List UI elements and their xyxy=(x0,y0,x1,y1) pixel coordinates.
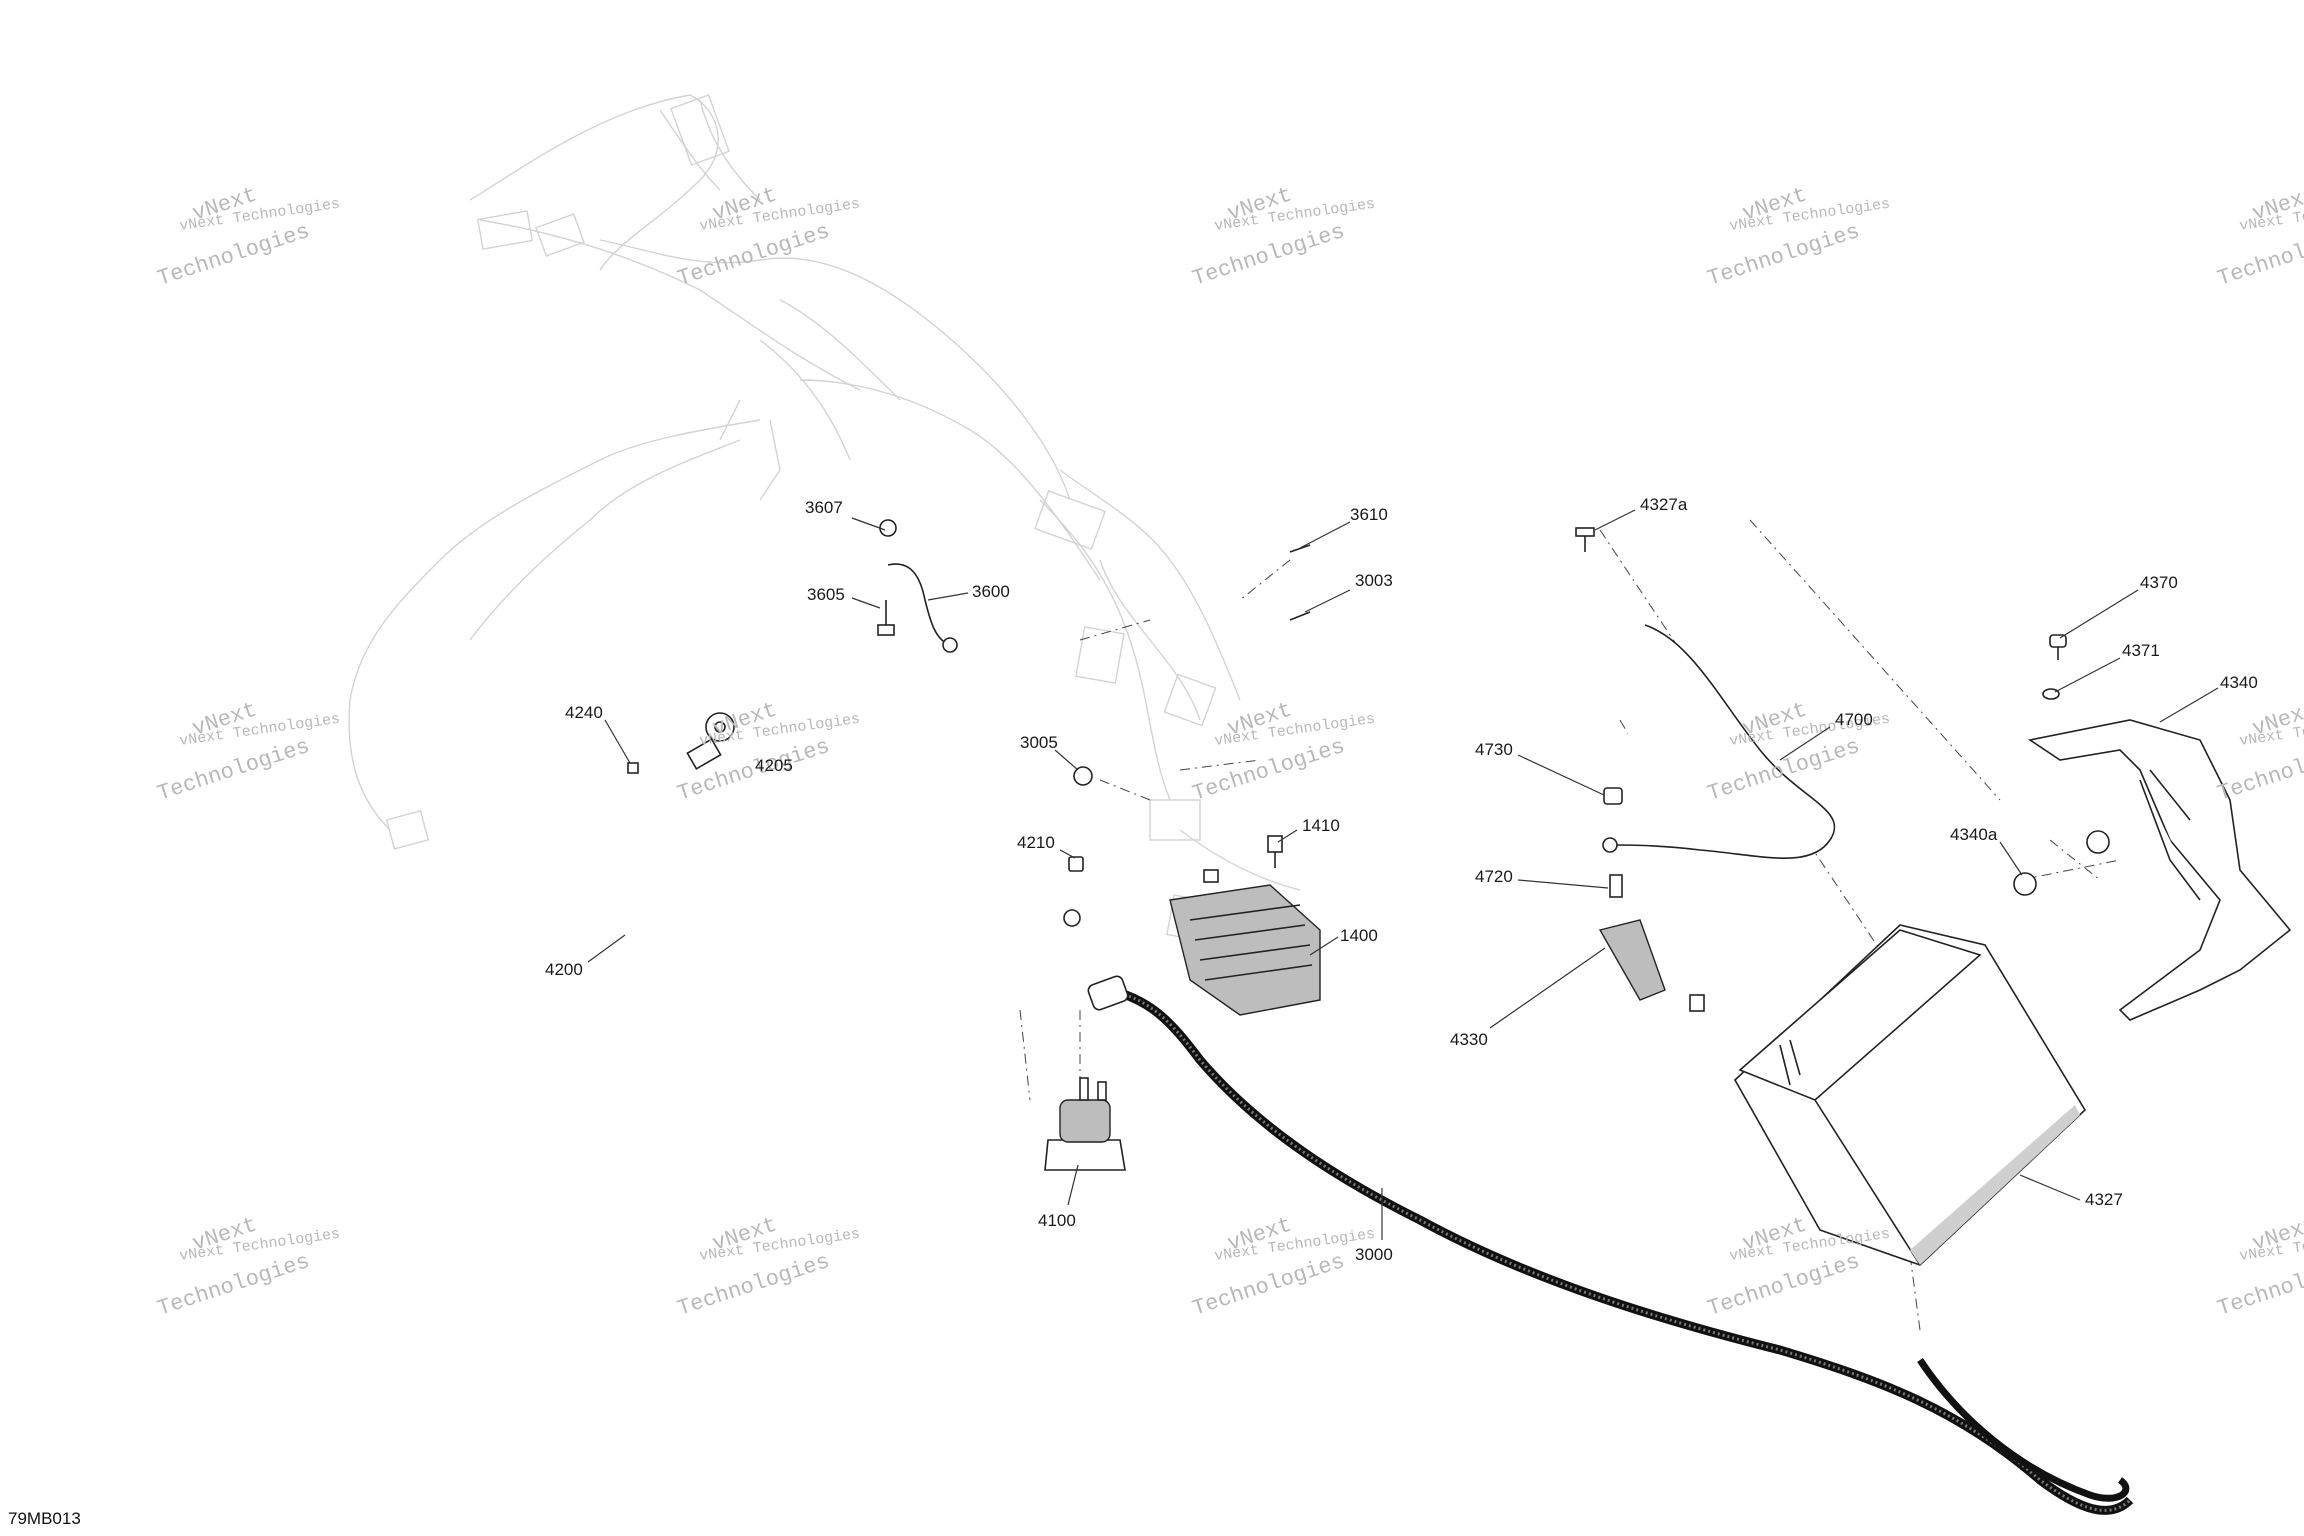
svg-text:Technologies: Technologies xyxy=(154,1249,312,1322)
solenoid-4100 xyxy=(1044,1077,1126,1171)
callout-4730: 4730 xyxy=(1475,740,1513,759)
callout-3607: 3607 xyxy=(805,498,843,517)
svg-text:Technologies: Technologies xyxy=(154,734,312,807)
cable-4200 xyxy=(606,793,1081,1000)
svg-text:Technologies: Technologies xyxy=(1704,1249,1862,1322)
nut-3005 xyxy=(1073,766,1093,786)
callout-1410: 1410 xyxy=(1302,816,1340,835)
diagram-code: 79MB013 xyxy=(8,1509,81,1528)
ghost-frame-harness xyxy=(348,94,1301,961)
callout-4200: 4200 xyxy=(545,960,583,979)
svg-text:Technologies: Technologies xyxy=(1189,1249,1347,1322)
callout-4720: 4720 xyxy=(1475,867,1513,886)
leader-lines xyxy=(587,509,2219,1240)
callout-3610: 3610 xyxy=(1350,505,1388,524)
callout-4100: 4100 xyxy=(1038,1211,1076,1230)
callout-4327a: 4327a xyxy=(1640,495,1688,514)
svg-text:Technologies: Technologies xyxy=(1189,219,1347,292)
svg-text:Technologies: Technologies xyxy=(674,734,832,807)
bracket-4340 xyxy=(2027,719,2292,1021)
terminal-4205 xyxy=(686,712,735,770)
callout-4371: 4371 xyxy=(2122,641,2160,660)
nut-4340a xyxy=(2013,872,2037,896)
callout-4327: 4327 xyxy=(2085,1190,2123,1209)
callout-4340: 4340 xyxy=(2220,673,2258,692)
callout-1400: 1400 xyxy=(1340,926,1378,945)
callout-3005: 3005 xyxy=(1020,733,1058,752)
callout-4330: 4330 xyxy=(1450,1030,1488,1049)
callout-4205: 4205 xyxy=(755,756,793,775)
nut-4730 xyxy=(1603,787,1623,805)
battery-4327 xyxy=(1733,924,2087,1266)
positive-cable-4700 xyxy=(1602,624,1836,859)
screw-1410 xyxy=(1267,835,1283,868)
bolt-4370 xyxy=(2049,634,2067,660)
bolt-3605 xyxy=(877,600,895,636)
cover-4330 xyxy=(1598,919,1705,1012)
screw-4240 xyxy=(627,762,639,774)
bolt-4720 xyxy=(1609,874,1623,898)
bolt-4327a xyxy=(1575,527,1595,552)
screw-1410b xyxy=(1203,869,1219,883)
callout-4210: 4210 xyxy=(1017,833,1055,852)
nut-4340b xyxy=(2086,830,2110,854)
callout-3600: 3600 xyxy=(972,582,1010,601)
svg-text:Technologies: Technologies xyxy=(674,219,832,292)
voltage-regulator-1400 xyxy=(1169,884,1321,1016)
harness-3000 xyxy=(1087,975,2134,1515)
bolt-3003 xyxy=(1289,611,1311,621)
callout-3000: 3000 xyxy=(1355,1245,1393,1264)
callout-4700: 4700 xyxy=(1835,710,1873,729)
callout-4240: 4240 xyxy=(565,703,603,722)
svg-text:Technologies: Technologies xyxy=(1704,219,1862,292)
callout-4370: 4370 xyxy=(2140,573,2178,592)
bolt-3610 xyxy=(1289,544,1311,553)
callout-3605: 3605 xyxy=(807,585,845,604)
svg-text:Technologies: Technologies xyxy=(154,219,312,292)
callout-4340a: 4340a xyxy=(1950,825,1998,844)
callouts: 3607 3610 3605 3600 3003 4327a 4370 4371… xyxy=(545,495,2258,1264)
nut-4210 xyxy=(1068,856,1084,872)
callout-3003: 3003 xyxy=(1355,571,1393,590)
svg-text:Technologies: Technologies xyxy=(1189,734,1347,807)
svg-text:Technologies: Technologies xyxy=(674,1249,832,1322)
